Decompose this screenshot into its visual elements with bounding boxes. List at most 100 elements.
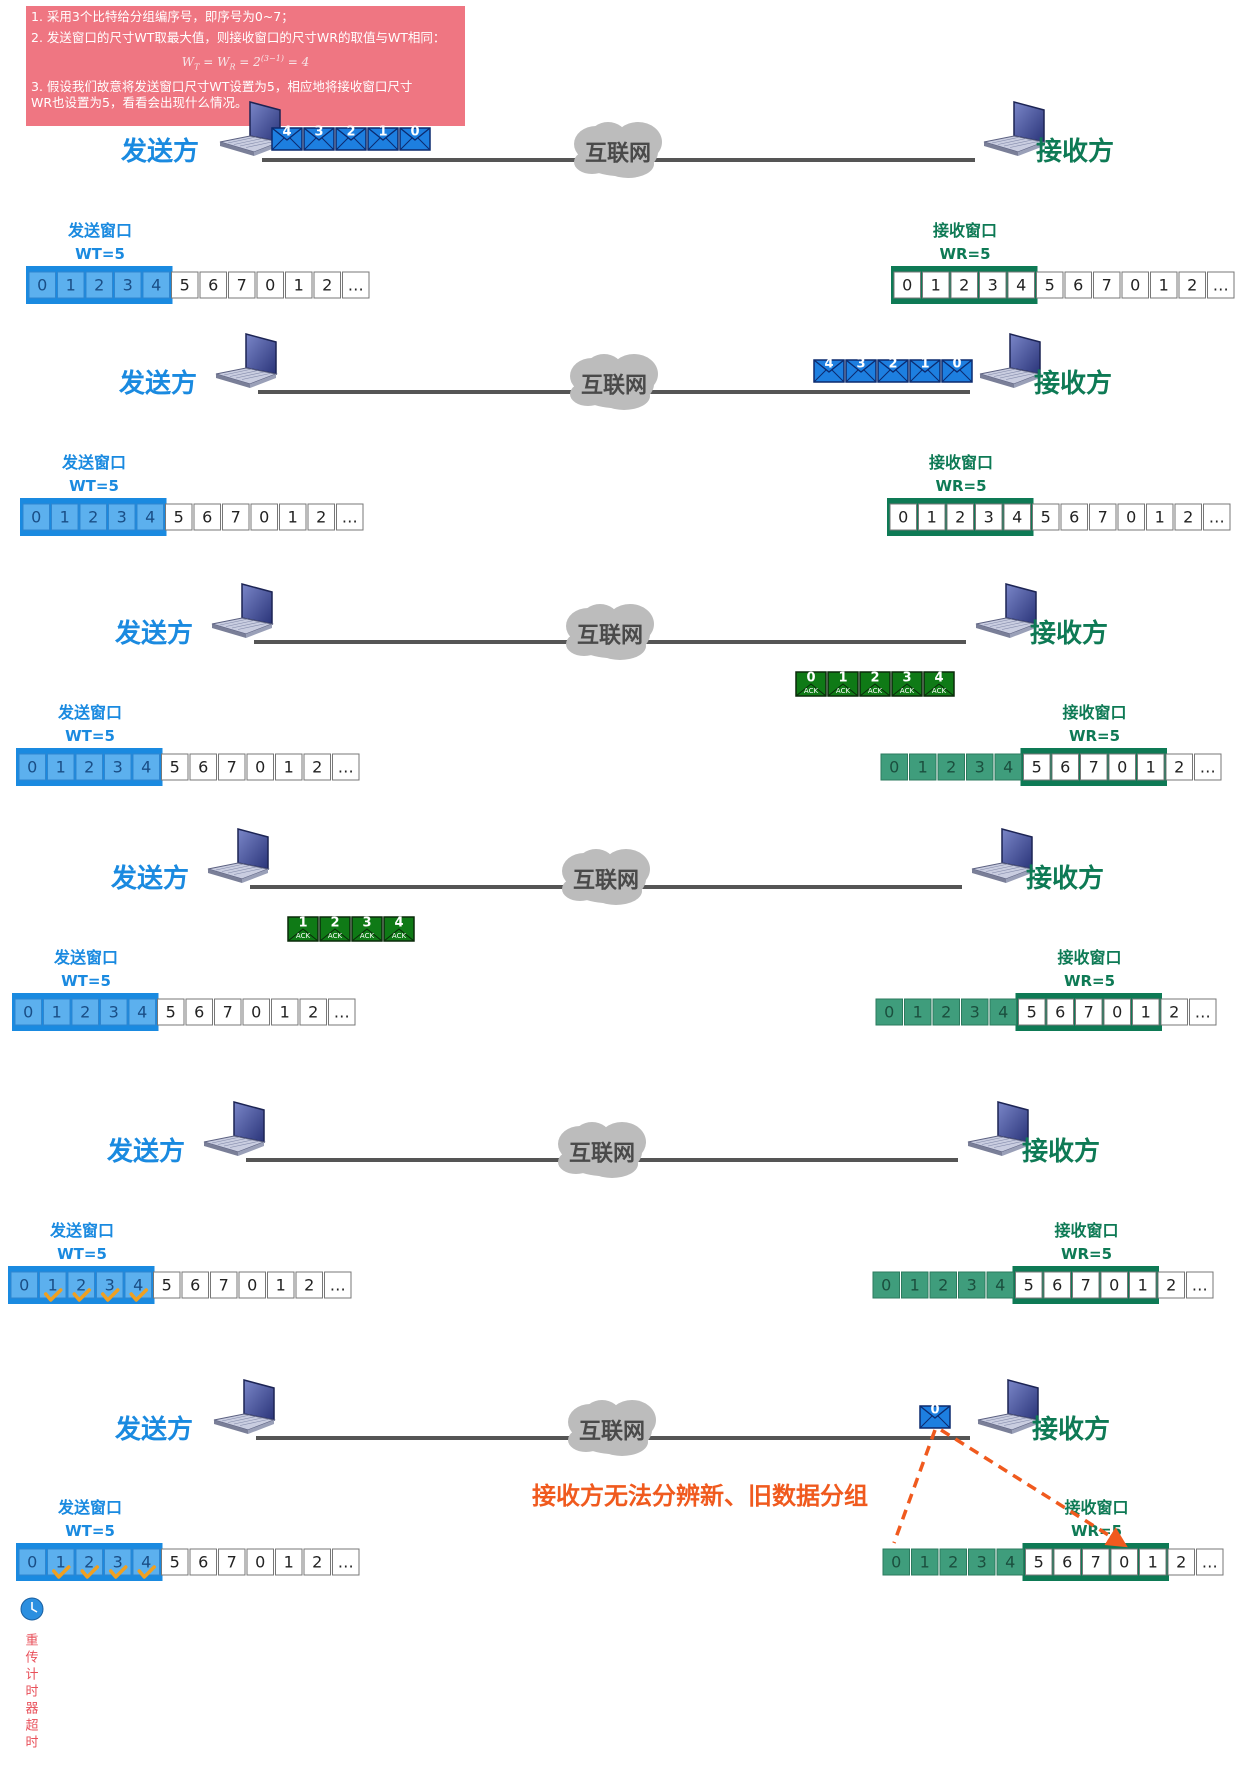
sequence-number: 3 (123, 276, 133, 295)
sequence-cell (47, 753, 75, 781)
sequence-number: 4 (1003, 758, 1013, 777)
sequence-number: 6 (1073, 276, 1083, 295)
sender-laptop-icon (211, 583, 274, 638)
sequence-number: … (338, 758, 354, 777)
sequence-cell (996, 1548, 1024, 1576)
sequence-number: 7 (227, 758, 237, 777)
ack-seq-label: 4 (394, 916, 403, 931)
window-title-text: 接收窗口 (1057, 948, 1121, 967)
sequence-number: 2 (316, 508, 326, 527)
sequence-cell (1203, 503, 1231, 531)
sequence-number: 3 (984, 508, 994, 527)
sequence-number: 0 (19, 1276, 29, 1295)
confirmed-check-icon (101, 1288, 120, 1302)
note-line-2: 2. 发送窗口的尺寸WT取最大值，则接收窗口的尺寸WR的取值与WT相同： (31, 30, 446, 45)
sequence-cell (157, 998, 185, 1026)
sequence-number: 6 (1062, 1553, 1072, 1572)
sequence-number: 0 (255, 1553, 265, 1572)
sequence-cell (85, 271, 113, 299)
sequence-cell (889, 503, 917, 531)
receiver-label: 接收方 (1036, 136, 1114, 167)
sequence-cell (986, 1271, 1014, 1299)
receiver-laptop-icon (983, 101, 1046, 156)
sequence-number: 2 (88, 508, 98, 527)
window-size-text: WT=5 (65, 1522, 115, 1540)
sequence-cell (882, 1548, 910, 1576)
sender-laptop-icon (207, 828, 270, 883)
data-packet: 2 (335, 125, 367, 151)
sequence-cell (299, 998, 327, 1026)
receiver-laptop-icon (971, 828, 1034, 883)
sequence-number: 0 (884, 1003, 894, 1022)
sequence-cell (181, 1271, 209, 1299)
sequence-number: 4 (995, 1276, 1005, 1295)
sequence-number: 1 (288, 508, 298, 527)
sequence-number: 2 (959, 276, 969, 295)
sender-label: 发送方 (120, 136, 199, 167)
sequence-number: 1 (1141, 1003, 1151, 1022)
confirmed-check-icon (52, 1565, 71, 1579)
sequence-number: 4 (137, 1003, 147, 1022)
sequence-number: 2 (1187, 276, 1197, 295)
sequence-number: 7 (231, 508, 241, 527)
sequence-number: 6 (1052, 1276, 1062, 1295)
sequence-cell (1207, 271, 1235, 299)
sequence-cell (246, 753, 274, 781)
sender-label: 发送方 (106, 1136, 185, 1167)
sequence-number: 2 (312, 1553, 322, 1572)
sequence-number: … (348, 276, 364, 295)
sequence-cell (132, 1548, 160, 1576)
sequence-number: 2 (1183, 508, 1193, 527)
sequence-number: 7 (223, 1003, 233, 1022)
window-title-text: 接收窗口 (1054, 1221, 1118, 1240)
sequence-cell (332, 1548, 360, 1576)
window-size-text: WR=5 (1071, 1522, 1122, 1540)
window-title-text: 接收窗口 (1062, 703, 1126, 722)
sequence-cell (1032, 503, 1060, 531)
internet-label: 互联网 (573, 869, 639, 894)
receiver-label: 接收方 (1034, 368, 1112, 399)
sequence-number: 3 (109, 1003, 119, 1022)
sequence-number: 1 (927, 508, 937, 527)
packet-seq-label: 0 (410, 125, 419, 140)
sequence-number: 2 (941, 1003, 951, 1022)
note-formula: WT = WR = 2(3−1) = 4 (181, 54, 310, 72)
sequence-cell (1072, 1271, 1100, 1299)
sequence-cell (1015, 1271, 1043, 1299)
internet-label: 互联网 (579, 1420, 645, 1445)
receiver-laptop-icon (967, 1101, 1030, 1156)
sequence-number: … (1200, 758, 1216, 777)
sequence-number: 1 (1159, 276, 1169, 295)
sequence-number: … (1195, 1003, 1211, 1022)
sequence-cell (958, 1271, 986, 1299)
sequence-number: 5 (1027, 1003, 1037, 1022)
sequence-cell (911, 1548, 939, 1576)
sequence-cell (1160, 998, 1188, 1026)
ack-text: ACK (804, 687, 819, 695)
sequence-number: 5 (174, 508, 184, 527)
sequence-cell (1196, 1548, 1224, 1576)
sequence-cell (43, 998, 71, 1026)
sequence-number: 4 (1012, 508, 1022, 527)
sequence-number: 4 (151, 276, 161, 295)
window-size-text: WT=5 (75, 245, 125, 263)
sequence-number: 7 (227, 1553, 237, 1572)
receiver-label: 接收方 (1032, 1414, 1110, 1445)
sequence-cell (932, 998, 960, 1026)
sequence-number: 7 (1084, 1003, 1094, 1022)
sequence-number: … (330, 1276, 346, 1295)
sequence-number: 1 (56, 758, 66, 777)
sequence-number: 5 (170, 758, 180, 777)
sequence-number: 1 (1146, 758, 1156, 777)
timer-label-char: 传 (25, 1651, 38, 1666)
sequence-cell (51, 503, 79, 531)
sequence-number: 4 (141, 758, 151, 777)
sequence-number: 3 (113, 1553, 123, 1572)
